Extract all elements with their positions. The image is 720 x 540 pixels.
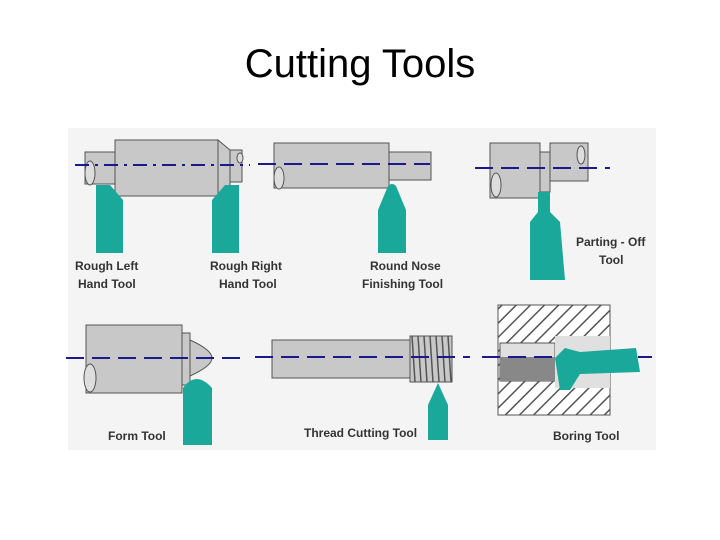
workpiece-step: [388, 151, 432, 181]
rough-tools-group: [75, 138, 250, 253]
workpiece-end-face: [576, 145, 586, 165]
label-rough-right: Rough Right Hand Tool: [210, 259, 285, 291]
label-thread-cutting: Thread Cutting Tool: [304, 426, 417, 440]
round-nose-tool: [378, 184, 406, 253]
thread-lines: [411, 335, 452, 383]
page-title: Cutting Tools: [244, 42, 476, 86]
boring-tool: [555, 348, 640, 390]
boring-group: [482, 304, 652, 416]
form-tool-group: [66, 324, 242, 445]
label-parting-off: Parting - Off Tool: [576, 235, 649, 267]
form-tool: [183, 379, 212, 445]
rough-left-tool: [96, 185, 123, 253]
workpiece-body: [273, 142, 390, 189]
workpiece-body: [271, 339, 411, 379]
round-nose-group: [258, 142, 432, 253]
bore-shadow: [500, 357, 555, 381]
rough-right-tool: [212, 185, 239, 253]
parting-off-group: [475, 142, 610, 280]
thread-cutting-group: [255, 335, 470, 440]
thread-cutting-tool: [428, 383, 448, 440]
workpiece-right-face: [236, 152, 244, 164]
workpiece-body: [114, 139, 219, 197]
label-boring-tool: Boring Tool: [553, 429, 619, 443]
parting-off-tool: [530, 192, 565, 280]
workpiece-face: [83, 363, 97, 393]
workpiece-face: [273, 166, 285, 190]
label-rough-left: Rough Left Hand Tool: [75, 259, 142, 291]
workpiece-left-face: [84, 160, 96, 186]
label-form-tool: Form Tool: [108, 429, 166, 443]
workpiece-face: [490, 172, 502, 198]
workpiece-groove: [539, 151, 551, 193]
label-round-nose: Round Nose Finishing Tool: [362, 259, 444, 291]
